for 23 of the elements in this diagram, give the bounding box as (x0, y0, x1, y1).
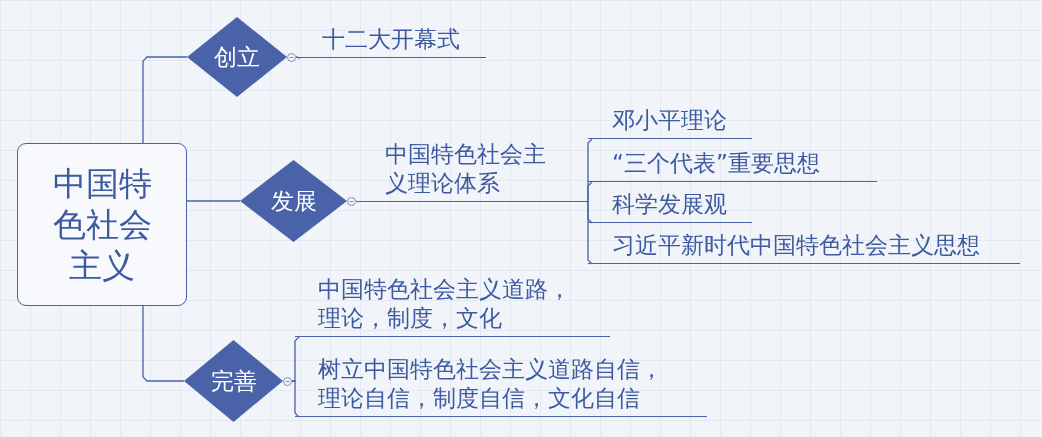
connector-line (295, 56, 301, 59)
connector-line (186, 200, 241, 202)
topic-box (17, 143, 187, 306)
connector-line (291, 380, 300, 418)
connector-line (355, 200, 360, 203)
topic-text: 习近平新时代中国特色社会主义思想 (612, 231, 981, 260)
connector-line (142, 56, 188, 144)
topic-text: 十二大开幕式 (322, 25, 461, 54)
connector-line (291, 336, 300, 382)
topic-text: 中国特色社会主义 (51, 163, 153, 286)
topic-text: 科学发展观 (612, 190, 728, 219)
topic-text: 中国特色社会主义道路，理论，制度，文化 (318, 275, 572, 333)
subtopic-label (295, 274, 610, 337)
topic-text: 树立中国特色社会主义道路自信，理论自信，制度自信，文化自信 (318, 355, 664, 413)
topic-text: 创立 (213, 44, 261, 70)
connector-line (587, 201, 593, 265)
topic-text: 中国特色社会主义理论体系 (385, 140, 547, 198)
topic-text: “三个代表”重要思想 (612, 149, 821, 178)
topic-text: 发展 (269, 188, 318, 214)
topic-text: 邓小平理论 (612, 106, 728, 135)
connector-line (587, 181, 593, 203)
connector-line (142, 305, 185, 382)
topic-text: 完善 (209, 368, 258, 394)
